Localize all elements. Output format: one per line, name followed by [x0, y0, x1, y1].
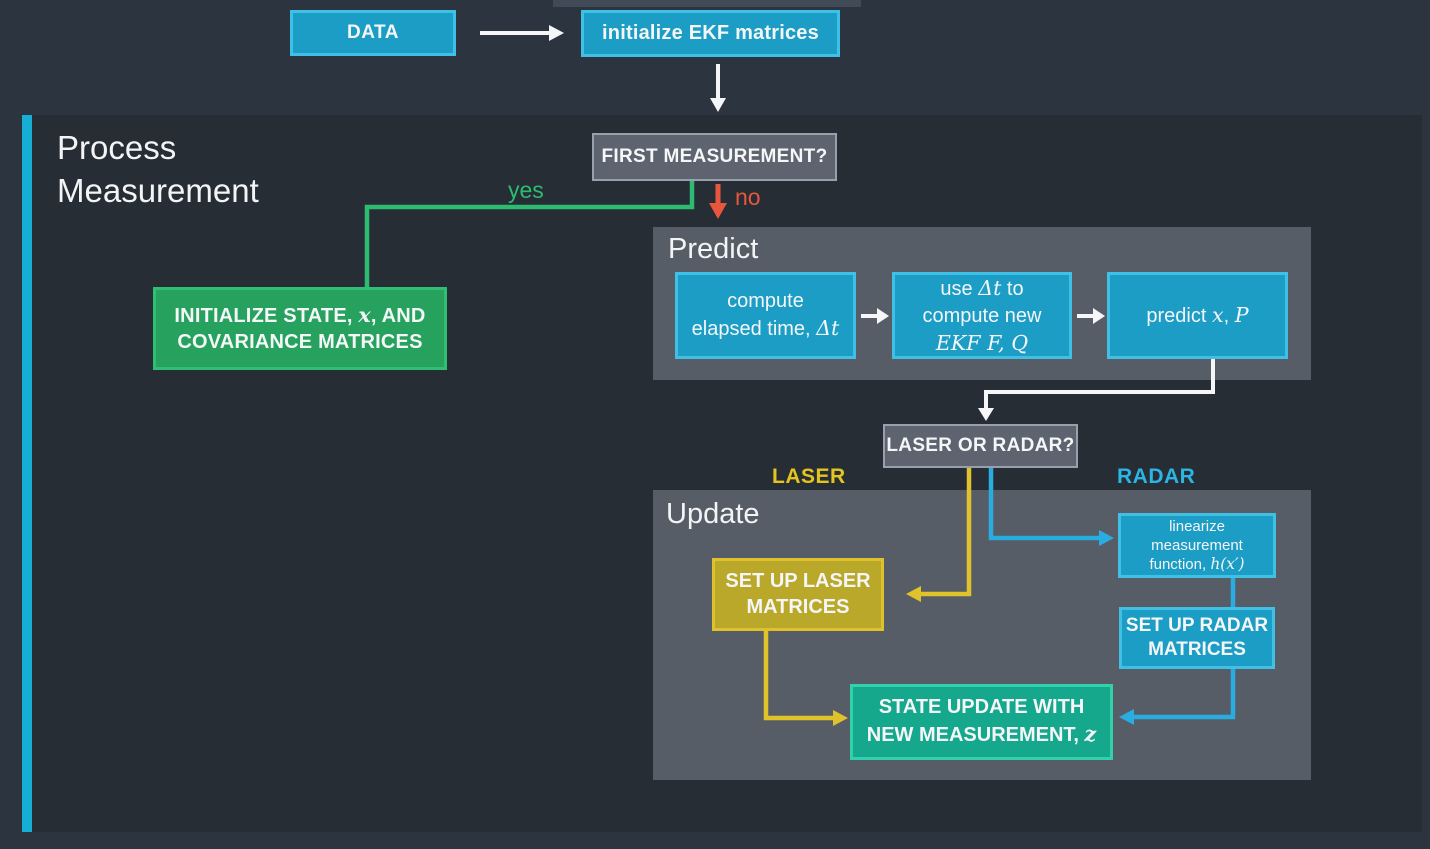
top-cropped-strip	[553, 0, 861, 7]
arrow-data-to-init	[480, 25, 564, 41]
predict-x-p-sep: ,	[1223, 304, 1235, 327]
data-box-label: DATA	[347, 21, 399, 43]
predict-x-p-label: predict x, P	[1146, 302, 1248, 330]
setup-laser-line1: SET UP LASER	[725, 569, 871, 592]
process-measurement-title: Process Measurement	[57, 126, 259, 212]
no-branch-label: no	[735, 184, 761, 210]
predict-x-p-text: predict	[1146, 304, 1212, 327]
compute-new-line1-text: use	[940, 277, 979, 300]
state-update-box: STATE UPDATE WITH NEW MEASUREMENT, z	[850, 684, 1113, 760]
compute-elapsed-line2-math: Δt	[816, 316, 840, 340]
initialize-ekf-matrices-label: initialize EKF matrices	[602, 21, 819, 44]
state-update-line2-math: z	[1084, 722, 1097, 746]
laser-or-radar-label: LASER OR RADAR?	[886, 434, 1075, 456]
predict-section-title: Predict	[668, 233, 759, 265]
process-title-line2: Measurement	[57, 172, 259, 209]
state-update-line2: NEW MEASUREMENT, z	[867, 721, 1097, 749]
compute-new-line1-post: to	[1001, 277, 1024, 300]
compute-new-line1: use Δt to	[940, 275, 1023, 303]
laser-or-radar-box: LASER OR RADAR?	[883, 424, 1078, 468]
compute-new-line3-math: EKF F, Q	[935, 330, 1029, 355]
state-update-line2-text: NEW MEASUREMENT,	[866, 724, 1085, 746]
linearize-line3: function, h(x′)	[1149, 555, 1244, 574]
compute-elapsed-line2-text: elapsed time,	[691, 318, 817, 340]
setup-radar-line2: MATRICES	[1148, 639, 1246, 660]
state-update-line1: STATE UPDATE WITH	[878, 696, 1085, 719]
compute-new-line1-math: Δt	[978, 275, 1002, 300]
linearize-measurement-box: linearize measurement function, h(x′)	[1118, 513, 1276, 578]
compute-new-line2: compute new	[922, 304, 1042, 327]
initialize-ekf-matrices-box: initialize EKF matrices	[581, 10, 840, 57]
panel-accent-bar	[22, 115, 32, 832]
setup-radar-matrices-box: SET UP RADAR MATRICES	[1119, 607, 1275, 669]
yes-branch-label: yes	[508, 177, 544, 203]
setup-laser-line2: MATRICES	[746, 595, 850, 618]
compute-elapsed-line1: compute	[727, 290, 804, 312]
linearize-line3-math: h(x′)	[1210, 555, 1245, 573]
first-measurement-label: FIRST MEASUREMENT?	[601, 145, 828, 167]
setup-radar-line1: SET UP RADAR	[1125, 614, 1269, 636]
setup-laser-matrices-box: SET UP LASER MATRICES	[712, 558, 884, 631]
initialize-state-box: INITIALIZE STATE, x, AND COVARIANCE MATR…	[153, 287, 447, 370]
process-title-line1: Process	[57, 129, 177, 166]
arrow-init-down	[710, 64, 726, 112]
first-measurement-box: FIRST MEASUREMENT?	[592, 133, 837, 181]
compute-elapsed-time-box: compute elapsed time, Δt	[675, 272, 856, 359]
compute-elapsed-line2: elapsed time, Δt	[692, 315, 840, 343]
initialize-state-line1-text: INITIALIZE STATE,	[174, 304, 359, 327]
compute-new-ekf-box: use Δt to compute new EKF F, Q	[892, 272, 1072, 359]
linearize-line2: measurement	[1151, 537, 1243, 554]
laser-branch-label: LASER	[772, 465, 846, 488]
predict-p-math: P	[1234, 302, 1249, 327]
update-section-title: Update	[666, 498, 760, 530]
linearize-line3-text: function,	[1149, 556, 1211, 573]
radar-branch-label: RADAR	[1117, 465, 1196, 488]
linearize-line1: linearize	[1169, 518, 1225, 535]
initialize-state-line1: INITIALIZE STATE, x, AND	[174, 302, 425, 330]
predict-x-p-box: predict x, P	[1107, 272, 1288, 359]
data-box: DATA	[290, 10, 456, 56]
initialize-state-line1-math: x	[358, 302, 371, 327]
initialize-state-line1-post: , AND	[370, 304, 426, 327]
initialize-state-line2: COVARIANCE MATRICES	[177, 330, 423, 353]
predict-x-math: x	[1211, 302, 1224, 327]
